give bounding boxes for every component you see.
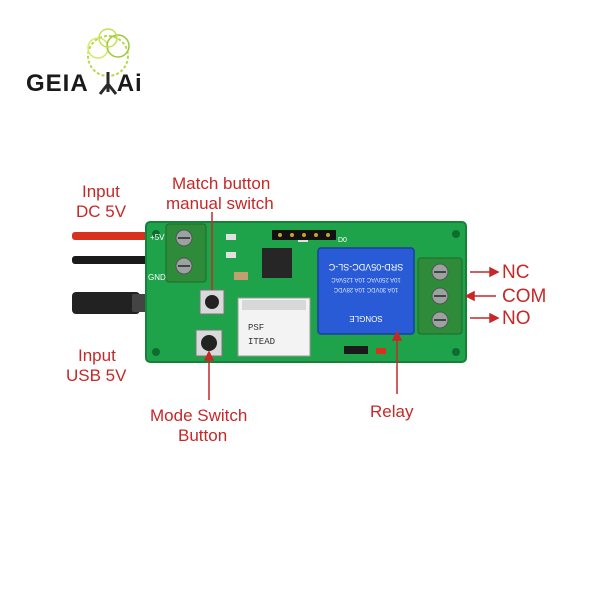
relay-model-text: SRD-05VDC-SL-C xyxy=(328,262,403,272)
label-mode-switch-line1: Mode Switch xyxy=(150,406,248,425)
logo-right: Ai xyxy=(116,70,143,97)
label-nc: NC xyxy=(502,262,530,283)
logo-text: GEIA Ai xyxy=(26,70,143,98)
header-pins xyxy=(272,230,336,240)
module-text-1: PSF xyxy=(248,323,264,333)
callout-lines xyxy=(203,212,500,400)
silk-plus5v: +5V xyxy=(150,233,165,242)
output-terminal-block xyxy=(417,257,463,335)
relay-component: SRD-05VDC-SL-C 10A 250VAC 10A 125VAC 10A… xyxy=(317,247,415,335)
input-terminal-block xyxy=(165,223,207,283)
relay-rating-1: 10A 250VAC 10A 125VAC xyxy=(331,276,401,282)
match-button-switch xyxy=(199,289,225,315)
relay-rating-2: 10A 30VDC 10A 28VDC xyxy=(333,286,398,292)
wifi-module: PSF ITEAD xyxy=(237,297,311,357)
label-match-button-line2: manual switch xyxy=(166,194,274,213)
label-mode-switch-line2: Button xyxy=(178,426,228,445)
label-match-button-line1: Match button xyxy=(172,174,271,193)
mode-switch-button xyxy=(195,329,223,357)
logo-left: GEIA xyxy=(26,70,89,97)
label-input-dc-line2: DC 5V xyxy=(76,202,127,221)
module-text-2: ITEAD xyxy=(248,337,275,347)
label-input-dc-line1: Input xyxy=(82,182,120,201)
label-com: COM xyxy=(502,286,547,307)
smd-components xyxy=(226,234,386,354)
silk-gnd: GND xyxy=(148,273,166,282)
label-relay: Relay xyxy=(370,402,414,421)
relay-brand-text: SONGLE xyxy=(349,314,382,323)
logo-tree-icon xyxy=(87,28,130,95)
silk-d0: D0 xyxy=(338,237,347,244)
label-input-usb-line1: Input xyxy=(78,346,116,365)
label-no: NO xyxy=(502,308,531,329)
label-input-usb-line2: USB 5V xyxy=(66,366,127,385)
